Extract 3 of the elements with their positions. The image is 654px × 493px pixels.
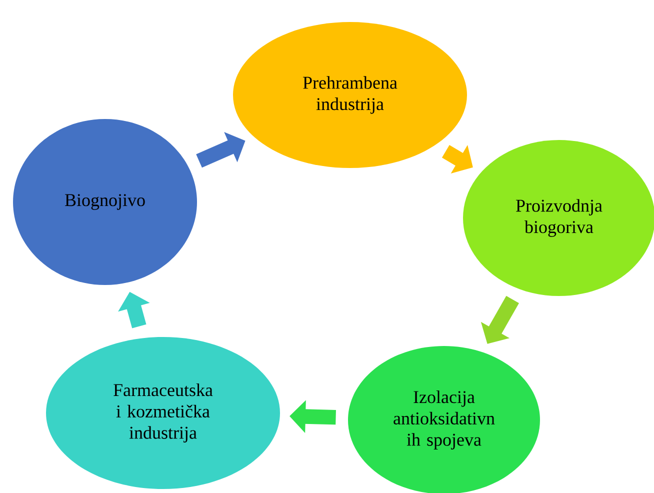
ellipse-node: Prehrambena industrija [233, 22, 467, 168]
ellipse-node: Farmaceutska i kozmetička industrija [46, 337, 280, 489]
ellipse-node: Biognojivo [13, 119, 197, 285]
